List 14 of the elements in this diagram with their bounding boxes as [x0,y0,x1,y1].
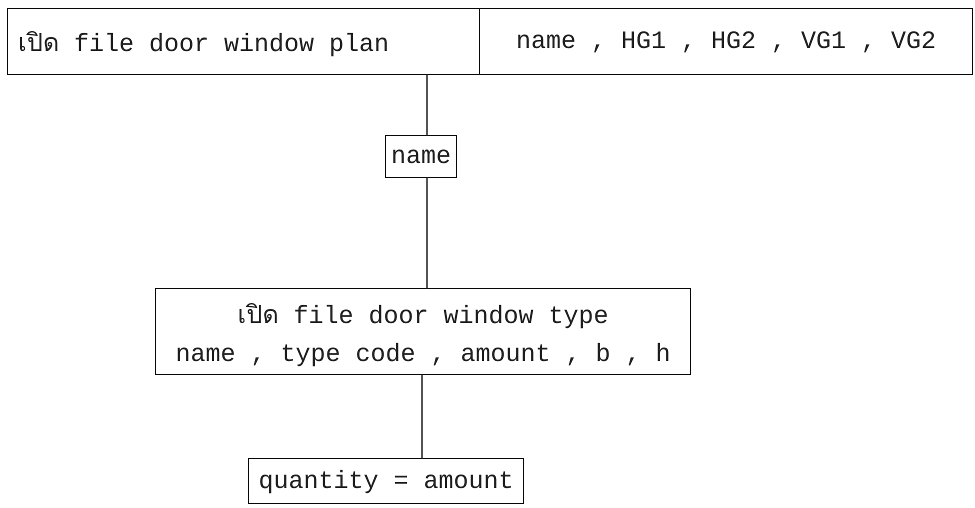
box-text: name [390,142,451,171]
connector-line [426,178,428,288]
process-box [7,8,480,75]
box-text: เปิด file door window plan [18,28,390,60]
box-text: quantity = amount [258,466,514,496]
box-text: เปิด file door window type [237,301,609,334]
process-box [248,458,524,504]
process-box [479,8,973,75]
box-text: name , type code , amount , b , h [175,340,671,369]
process-box [385,135,457,178]
box-text: name , HG1 , HG2 , VG1 , VG2 [516,27,936,56]
connector-line [421,375,423,458]
connector-line [426,75,428,135]
process-box [155,288,691,375]
